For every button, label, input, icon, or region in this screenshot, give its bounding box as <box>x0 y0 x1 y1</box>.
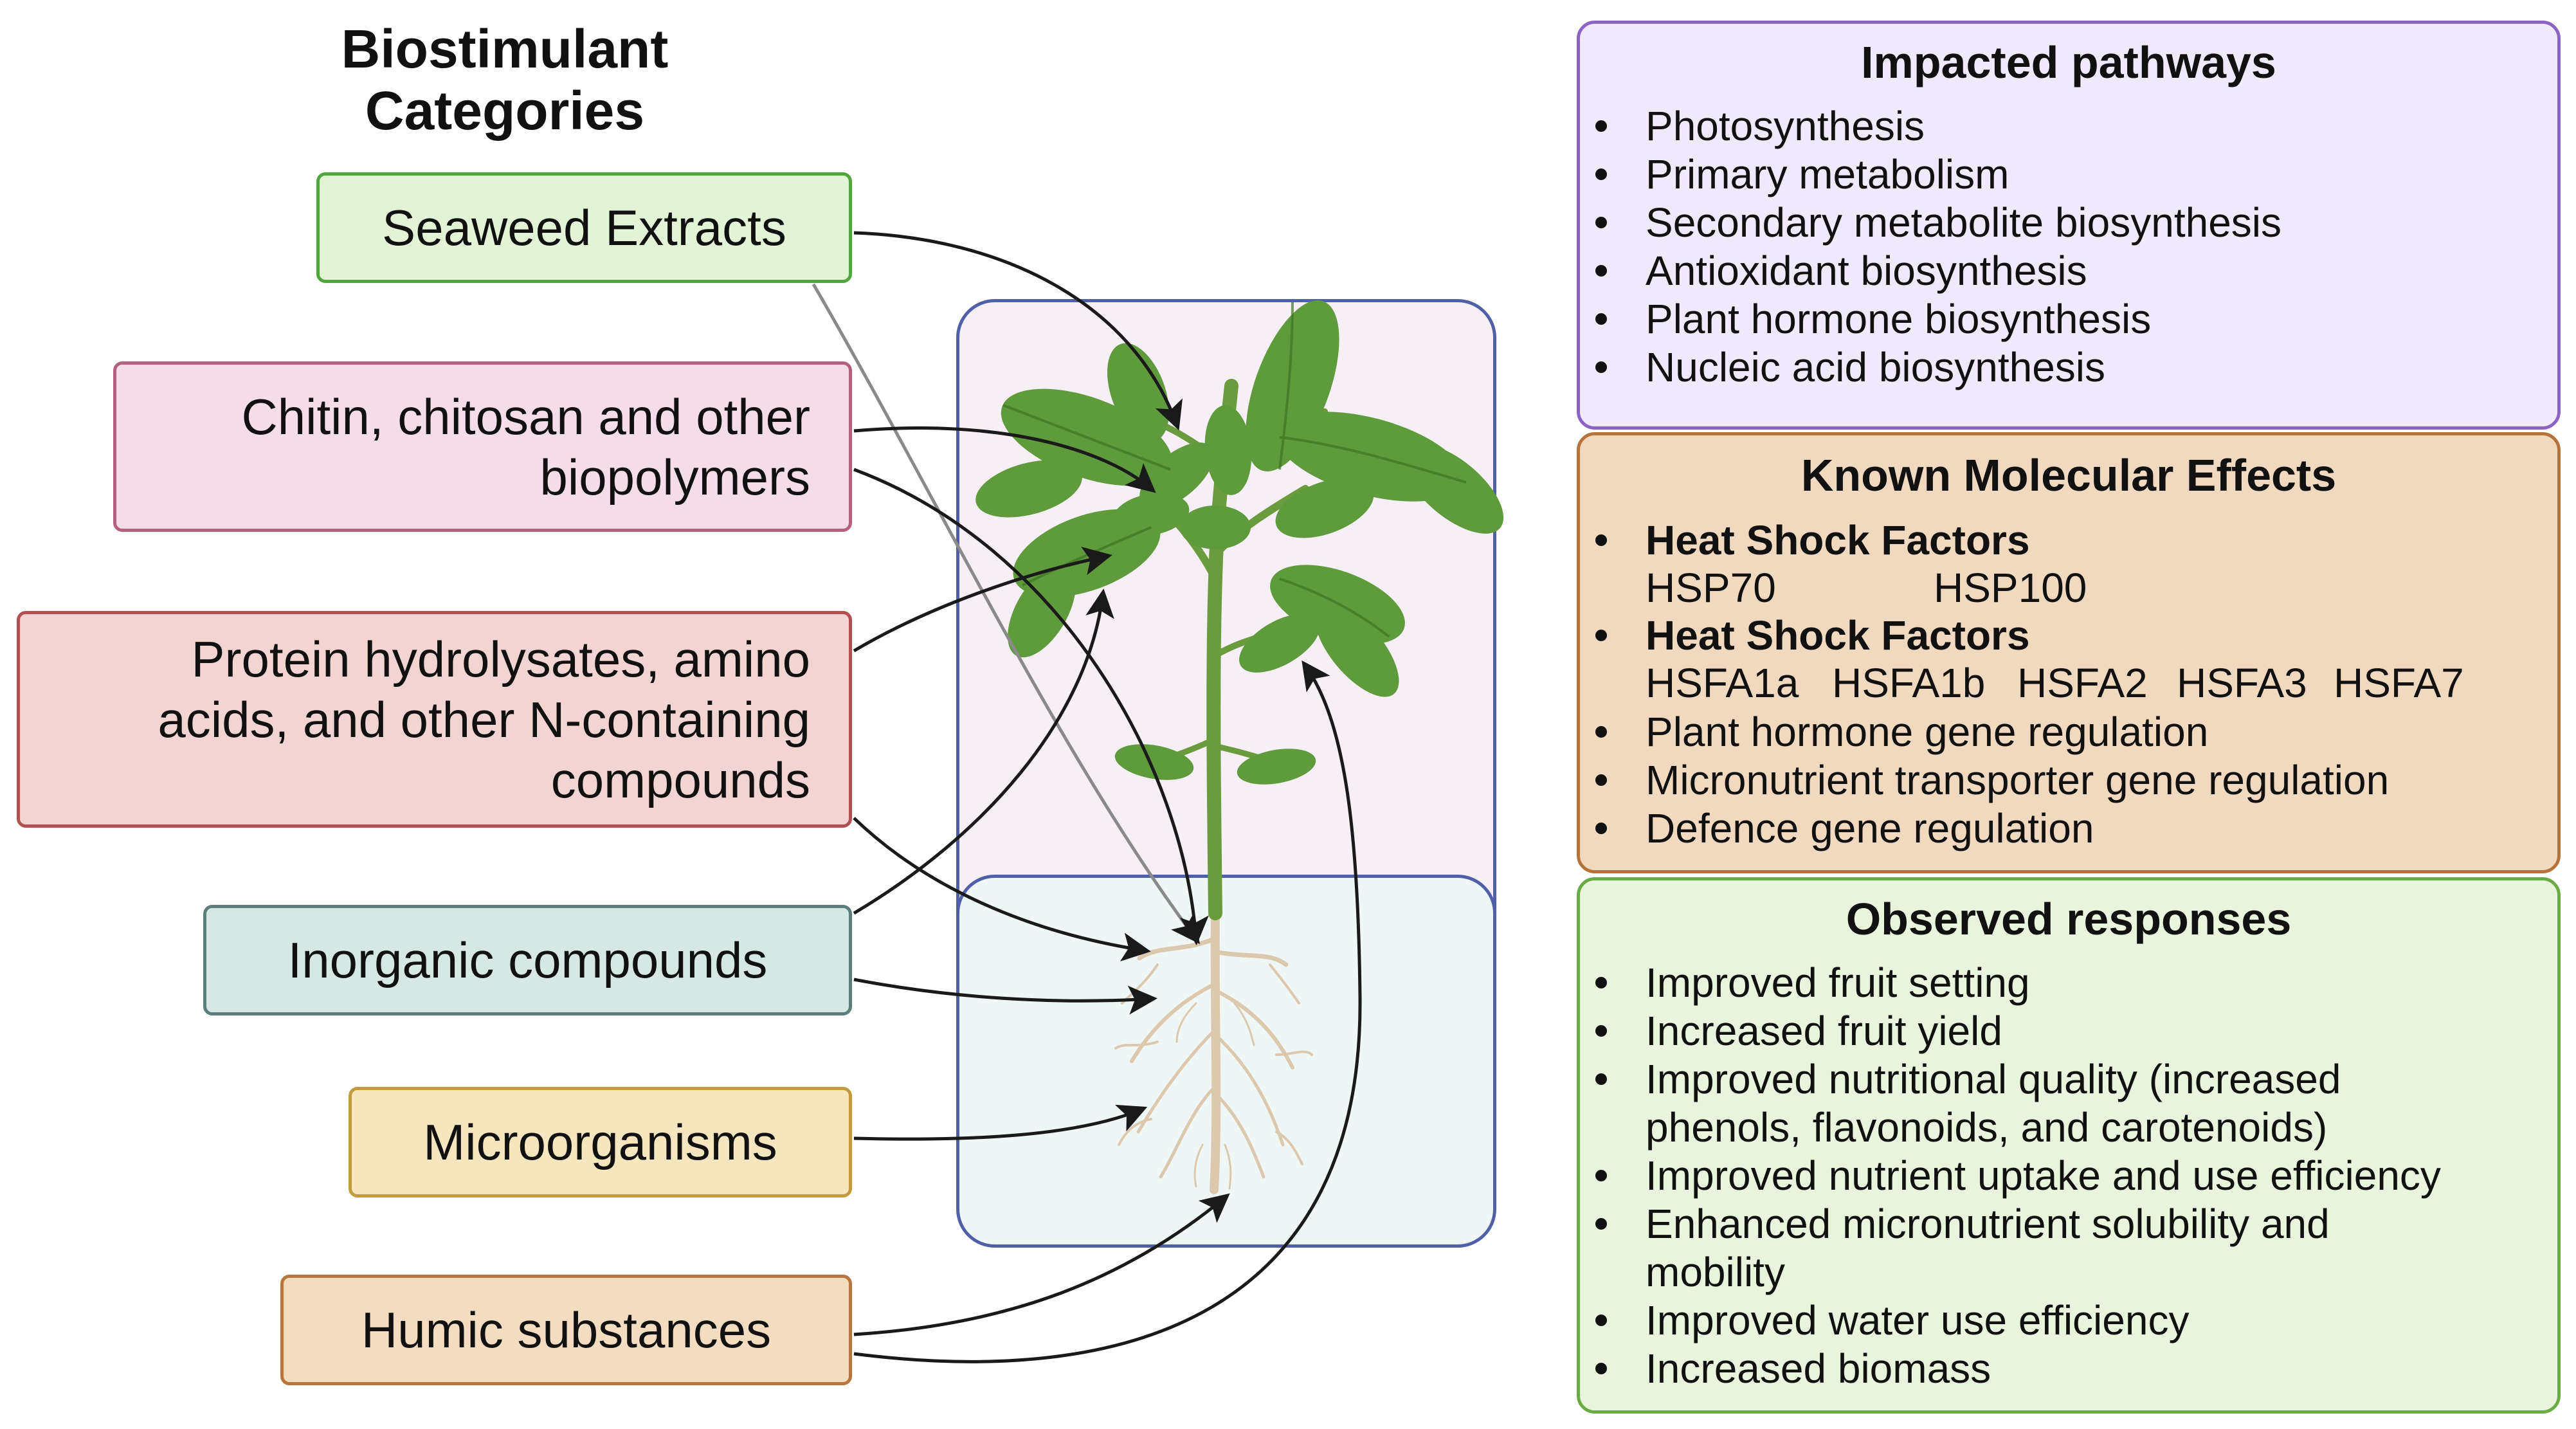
bullet <box>1595 977 1607 988</box>
category-chitin-line-2: biopolymers <box>540 448 810 505</box>
hsp-value-1: HSP70 <box>1646 565 1776 611</box>
list-item: phenols, flavonoids, and carotenoids) <box>1646 1104 2328 1151</box>
hsf-value-4: HSFA3 <box>2177 660 2307 706</box>
root-zone <box>956 875 1496 1248</box>
list-item: Nucleic acid biosynthesis <box>1646 344 2105 390</box>
list-item: Enhanced micronutrient solubility and <box>1646 1201 2330 1247</box>
category-microorganisms: Microorganisms <box>349 1087 852 1197</box>
bullet <box>1595 313 1607 325</box>
hsf-value-3: HSFA2 <box>2017 660 2148 706</box>
category-protein-line-3: compounds <box>550 751 810 808</box>
category-protein-line-2: acids, and other N-containing <box>158 691 810 748</box>
list-item: Defence gene regulation <box>1646 805 2094 851</box>
category-microorganisms-line-1: Microorganisms <box>423 1114 777 1170</box>
category-seaweed-line-1: Seaweed Extracts <box>382 199 786 256</box>
title-line-2: Categories <box>365 80 645 141</box>
arrow-humic-to-root <box>853 1193 1230 1336</box>
hsf-value-5: HSFA7 <box>2334 660 2464 706</box>
list-item: Micronutrient transporter gene regulatio… <box>1646 757 2390 803</box>
arrow-humic-to-shoot <box>853 660 1362 1363</box>
category-inorganic-compounds: Inorganic compounds <box>203 905 852 1015</box>
list-item: Increased biomass <box>1646 1345 1991 1392</box>
plant-leaves <box>975 300 1504 785</box>
bullet <box>1595 120 1607 132</box>
bullet <box>1595 1170 1607 1181</box>
observed-responses-title: Observed responses <box>1846 894 2292 944</box>
category-protein-hydrolysates: Protein hydrolysates, amino acids, and o… <box>17 611 852 828</box>
bullet <box>1595 630 1607 641</box>
hsp-header: Heat Shock Factors <box>1646 517 2030 563</box>
arrow-seaweed-to-root <box>812 283 1200 945</box>
category-seaweed-extracts: Seaweed Extracts <box>316 172 852 283</box>
list-item: Primary metabolism <box>1646 151 2009 197</box>
arrow-microorganisms-to-root <box>853 1104 1148 1141</box>
bullet <box>1595 361 1607 373</box>
category-protein-line-1: Protein hydrolysates, amino <box>191 630 810 687</box>
impacted-pathways-title: Impacted pathways <box>1861 37 2276 87</box>
known-molecular-effects-panel: Known Molecular Effects Heat Shock Facto… <box>1577 432 2561 873</box>
diagram-title: Biostimulant Categories <box>254 18 756 141</box>
category-arrows <box>812 231 1362 1363</box>
bullet <box>1595 265 1607 277</box>
arrow-inorganic-to-root <box>853 978 1157 1015</box>
list-item: Plant hormone gene regulation <box>1646 709 2209 755</box>
list-item: mobility <box>1646 1249 1785 1295</box>
category-inorganic-line-1: Inorganic compounds <box>287 932 768 988</box>
arrow-chitin-to-shoot <box>853 426 1156 493</box>
list-item: Antioxidant biosynthesis <box>1646 248 2087 294</box>
hsf-value-2: HSFA1b <box>1832 660 1986 706</box>
hsf-value-1: HSFA1a <box>1646 660 1799 706</box>
bullet <box>1595 168 1607 180</box>
arrow-protein-to-root <box>853 817 1151 961</box>
category-chitin-biopolymers: Chitin, chitosan and other biopolymers <box>113 361 852 532</box>
bullet <box>1595 1025 1607 1037</box>
category-humic-substances: Humic substances <box>280 1275 852 1385</box>
bullet <box>1595 774 1607 786</box>
hsf-header: Heat Shock Factors <box>1646 612 2030 659</box>
arrow-protein-to-shoot <box>853 547 1112 653</box>
list-item: Improved fruit setting <box>1646 960 2030 1006</box>
hsp-value-2: HSP100 <box>1934 565 2087 611</box>
arrow-seaweed-to-shoot <box>853 231 1183 431</box>
list-item: Increased fruit yield <box>1646 1008 2002 1054</box>
known-molecular-effects-title: Known Molecular Effects <box>1800 450 2337 500</box>
bullet <box>1595 1073 1607 1085</box>
list-item: Photosynthesis <box>1646 103 1925 149</box>
list-item: Improved water use efficiency <box>1646 1297 2190 1343</box>
list-item: Plant hormone biosynthesis <box>1646 296 2152 342</box>
tomato-plant-illustration <box>975 300 1504 1194</box>
list-item: Improved nutrient uptake and use efficie… <box>1646 1152 2441 1199</box>
arrow-chitin-to-root <box>853 468 1209 945</box>
bullet <box>1595 726 1607 738</box>
category-humic-line-1: Humic substances <box>361 1302 772 1358</box>
title-line-1: Biostimulant <box>341 19 669 79</box>
bullet <box>1595 1363 1607 1374</box>
bullet <box>1595 217 1607 228</box>
list-item: Improved nutritional quality (increased <box>1646 1056 2341 1102</box>
bullet <box>1595 1218 1607 1230</box>
bullet <box>1595 534 1607 546</box>
arrow-inorganic-to-shoot <box>853 588 1114 915</box>
category-chitin-line-1: Chitin, chitosan and other <box>241 388 810 445</box>
plant-roots <box>1114 909 1313 1194</box>
observed-responses-panel: Observed responses Improved fruit settin… <box>1577 877 2561 1414</box>
bullet <box>1595 823 1607 834</box>
bullet <box>1595 1315 1607 1326</box>
list-item: Secondary metabolite biosynthesis <box>1646 199 2281 246</box>
